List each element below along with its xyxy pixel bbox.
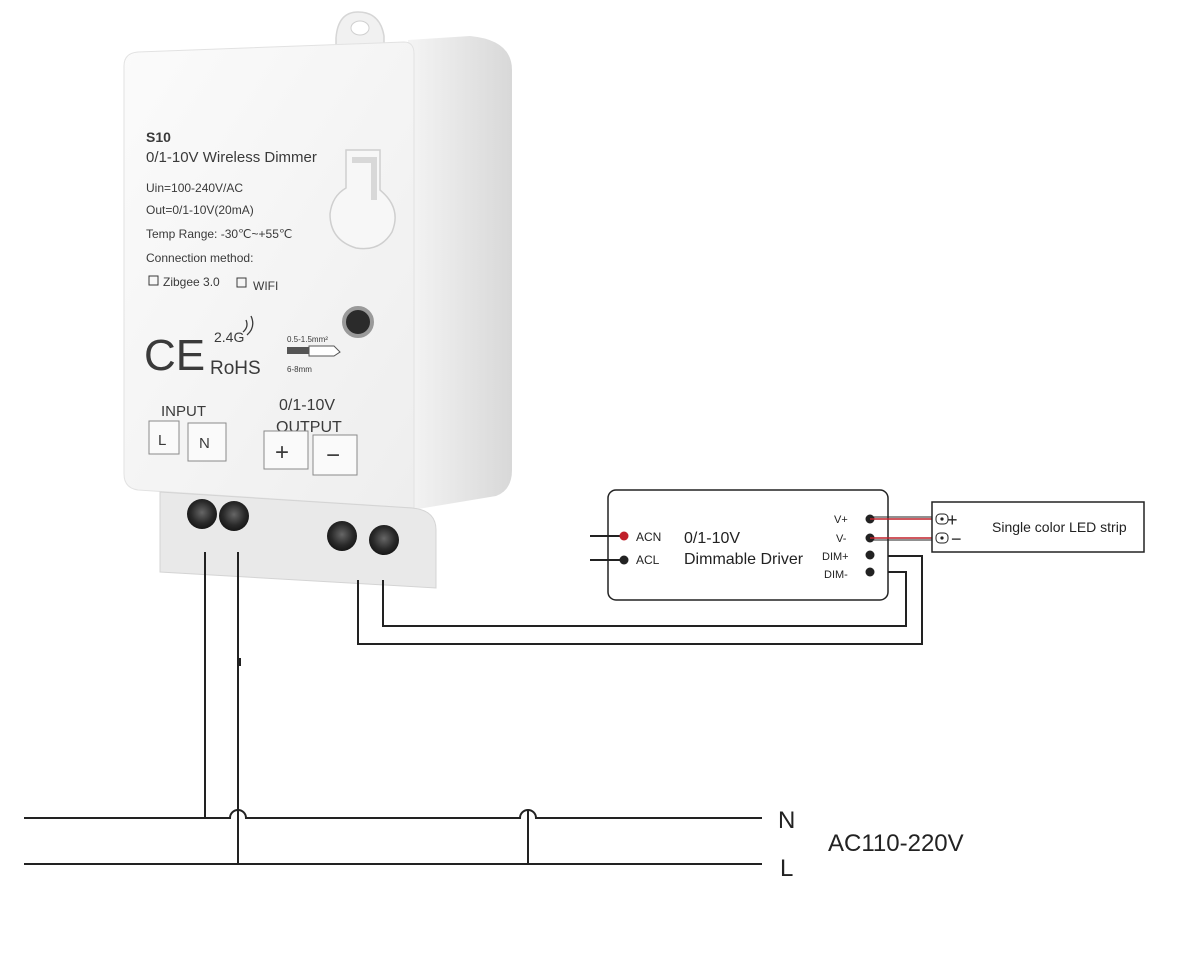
input-terminal-n — [187, 422, 227, 462]
zigbee-checkbox — [148, 275, 159, 286]
dimmable-driver: 0/1-10V Dimmable Driver ACN ACL V+ V- DI… — [590, 489, 889, 601]
output-terminal-plus-label: + — [275, 439, 289, 466]
driver-acl: ACL — [636, 553, 660, 567]
driver-box — [607, 489, 889, 601]
output-terminal-minus — [312, 434, 358, 476]
input-terminal-l — [148, 420, 180, 455]
wire-dim-plus — [357, 555, 923, 645]
mains-l-label: L — [780, 855, 793, 882]
driver-dimplus: DIM+ — [822, 551, 849, 563]
led-strip-box — [931, 501, 1145, 553]
terminal-screw-n — [219, 501, 249, 531]
led-minus: − — [951, 529, 962, 549]
hanging-hole — [350, 20, 370, 36]
device-front — [123, 41, 415, 509]
acl-dot — [619, 555, 629, 565]
strip-length-top: 0.5-1.5mm² — [287, 335, 328, 344]
strip-length-bottom: 6-8mm — [287, 365, 312, 374]
led-strip: + − Single color LED strip — [931, 501, 1145, 553]
driver-vplus: V+ — [834, 514, 848, 526]
mains-n-line — [24, 809, 762, 819]
acn-dot — [619, 531, 629, 541]
led-plus: + — [947, 510, 958, 530]
led-strip-label: Single color LED strip — [992, 519, 1127, 535]
device-model: S10 — [146, 129, 171, 145]
wifi-label: WIFI — [253, 279, 278, 293]
terminal-screw-plus — [327, 521, 357, 551]
pair-button — [342, 306, 374, 338]
driver-title-2: Dimmable Driver — [684, 551, 804, 568]
mains-n-label: N — [778, 807, 795, 834]
ce-mark: CE — [144, 331, 205, 380]
band-label: 2.4G — [214, 329, 244, 345]
driver-title-1: 0/1-10V — [684, 530, 740, 547]
terminal-screw-minus — [369, 525, 399, 555]
mounting-slot — [329, 149, 396, 250]
spec-out: Out=0/1-10V(20mA) — [146, 203, 254, 217]
output-terminal-minus-label: − — [326, 442, 340, 469]
device-name: 0/1-10V Wireless Dimmer — [146, 149, 317, 166]
driver-vminus: V- — [836, 533, 847, 545]
driver-dimminus: DIM- — [824, 569, 848, 581]
input-label: INPUT — [161, 403, 206, 420]
zigbee-label: Zibgee 3.0 — [163, 275, 220, 289]
mains-voltage: AC110-220V — [828, 830, 964, 857]
wifi-checkbox — [236, 277, 247, 288]
output-voltage: 0/1-10V — [279, 397, 335, 414]
dimmer-device: S10 0/1-10V Wireless Dimmer Uin=100-240V… — [123, 11, 512, 589]
led-wires — [870, 516, 940, 541]
input-terminal-n-label: N — [199, 435, 210, 452]
device-side — [408, 36, 512, 510]
terminal-screw-l — [187, 499, 217, 529]
spec-temp: Temp Range: -30℃~+55℃ — [146, 227, 292, 241]
driver-acn: ACN — [636, 530, 661, 544]
mains-bus: N L AC110-220V — [24, 807, 964, 882]
wireless-icon — [242, 315, 254, 336]
input-terminal-l-label: L — [158, 432, 166, 449]
wire-dim-minus — [382, 571, 907, 627]
spec-uin: Uin=100-240V/AC — [146, 181, 243, 195]
connection-title: Connection method: — [146, 251, 253, 265]
output-terminal-plus — [263, 430, 309, 470]
device-wires — [204, 552, 923, 864]
wire-strip-icon — [287, 345, 341, 357]
rohs-label: RoHS — [210, 358, 261, 379]
